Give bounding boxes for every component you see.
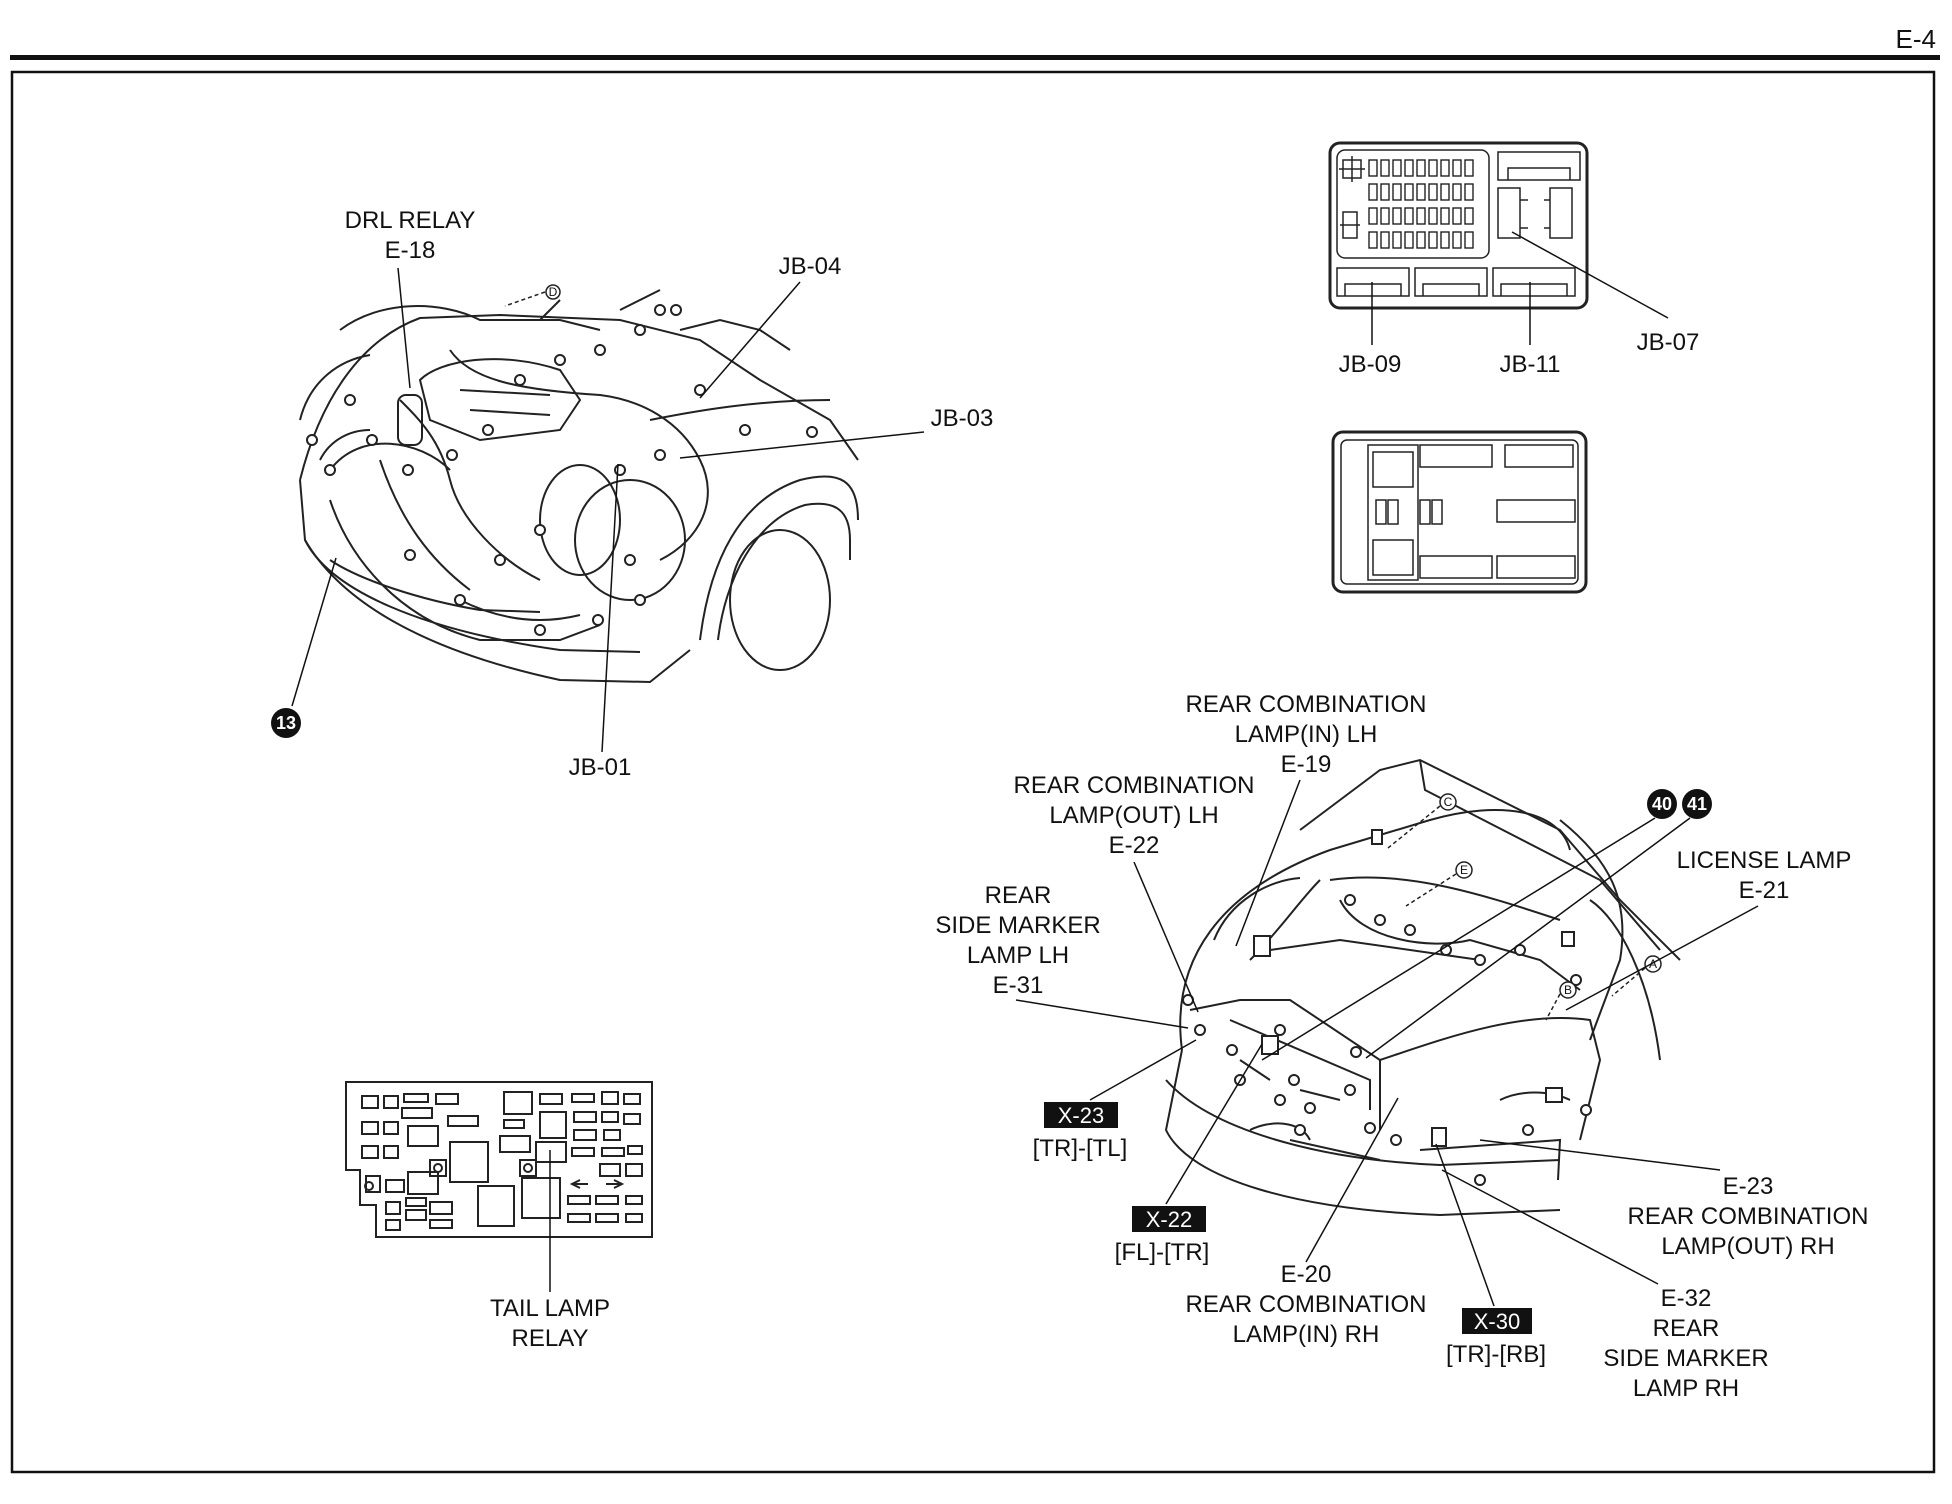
e20-label: E-20 REAR COMBINATION LAMP(IN) RH [1186,1261,1427,1348]
x22-leader [1165,1043,1263,1205]
e19-leader [1235,779,1301,947]
ground-40-leader [1261,817,1656,1061]
ground-point-13 [271,708,301,738]
svg-text:REAR: REAR [1653,1315,1720,1342]
e20-leader [1305,1097,1399,1263]
svg-text:E: E [1460,863,1468,877]
e32-leader [1441,1169,1659,1285]
svg-text:TAIL LAMP: TAIL LAMP [490,1295,610,1322]
reference-circle-d [545,284,561,300]
svg-text:DRL RELAY: DRL RELAY [345,207,476,234]
jb07-label: JB-07 [1637,329,1700,356]
connector-x23: X-23 [TR]-[TL] [1033,1102,1128,1162]
e32-label: E-32 REAR SIDE MARKER LAMP RH [1603,1285,1768,1402]
page-frame [10,70,1936,1474]
jb01-label: JB-01 [569,754,632,781]
svg-text:LAMP LH: LAMP LH [967,942,1069,969]
ground-13-leader [291,557,337,707]
header-rule [10,55,1940,60]
ground-point-41-label: 41 [1687,794,1707,814]
e21-label: LICENSE LAMP E-21 [1677,847,1852,904]
svg-text:LAMP(OUT) RH: LAMP(OUT) RH [1661,1233,1834,1260]
svg-text:[FL]-[TR]: [FL]-[TR] [1115,1239,1210,1266]
svg-text:REAR COMBINATION: REAR COMBINATION [1186,691,1427,718]
ground-41-leader [1365,817,1691,1059]
svg-text:LAMP RH: LAMP RH [1633,1375,1739,1402]
svg-text:B: B [1564,983,1572,997]
connector-x30: X-30 [TR]-[RB] [1446,1308,1546,1368]
svg-text:E-18: E-18 [385,237,436,264]
page-number: E-4 [1896,24,1936,54]
svg-text:E-23: E-23 [1723,1173,1774,1200]
e19-label: REAR COMBINATION LAMP(IN) LH E-19 [1186,691,1427,778]
svg-text:E-20: E-20 [1281,1261,1332,1288]
svg-text:SIDE MARKER: SIDE MARKER [935,912,1100,939]
reference-circle-d-letter: D [549,285,558,299]
relay-box-middle [1331,430,1588,594]
svg-text:LAMP(IN) RH: LAMP(IN) RH [1233,1321,1380,1348]
jb01-leader [601,463,619,753]
svg-text:REAR COMBINATION: REAR COMBINATION [1186,1291,1427,1318]
x30-leader [1435,1143,1495,1307]
svg-text:C: C [1444,795,1453,809]
svg-text:[TR]-[RB]: [TR]-[RB] [1446,1341,1546,1368]
svg-text:SIDE MARKER: SIDE MARKER [1603,1345,1768,1372]
drl-relay-label: DRL RELAY E-18 [345,207,476,264]
svg-text:E-31: E-31 [993,972,1044,999]
front-engine-bay-illustration [299,289,859,684]
svg-text:RELAY: RELAY [512,1325,589,1352]
svg-text:REAR: REAR [985,882,1052,909]
reference-d-dashed-line [504,291,546,307]
svg-text:X-30: X-30 [1474,1309,1520,1334]
jb09-label: JB-09 [1339,351,1402,378]
rear-trunk-illustration [1164,758,1681,1217]
svg-text:LAMP(IN) LH: LAMP(IN) LH [1235,721,1378,748]
jb03-leader [679,431,925,459]
junction-box-top [1328,141,1589,310]
e21-leader [1565,905,1759,1011]
jb04-leader [699,281,801,399]
connector-x22: X-22 [FL]-[TR] [1115,1206,1210,1266]
e31-leader [1015,999,1189,1029]
ground-point-40 [1647,789,1677,819]
svg-text:REAR COMBINATION: REAR COMBINATION [1014,772,1255,799]
x23-leader [1089,1039,1197,1101]
svg-text:LICENSE LAMP: LICENSE LAMP [1677,847,1852,874]
relay-panel-tail-lamp [345,1081,653,1238]
svg-text:[TR]-[TL]: [TR]-[TL] [1033,1135,1128,1162]
e31-label: REAR SIDE MARKER LAMP LH E-31 [935,882,1100,999]
drl-relay-leader [397,267,411,389]
svg-text:E-21: E-21 [1739,877,1790,904]
jb03-label: JB-03 [931,405,994,432]
ground-point-40-label: 40 [1652,794,1672,814]
e22-label: REAR COMBINATION LAMP(OUT) LH E-22 [1014,772,1255,859]
jb07-leader [1511,231,1669,319]
ground-point-41 [1682,789,1712,819]
e23-leader [1479,1139,1721,1171]
rear-harness-connectors [1182,829,1592,1186]
e22-leader [1133,861,1199,1013]
svg-text:LAMP(OUT) LH: LAMP(OUT) LH [1049,802,1218,829]
e23-label: E-23 REAR COMBINATION LAMP(OUT) RH [1628,1173,1869,1260]
svg-text:X-23: X-23 [1058,1103,1104,1128]
ground-point-13-label: 13 [276,713,296,733]
tail-lamp-relay-label: TAIL LAMP RELAY [490,1295,610,1352]
svg-text:A: A [1649,957,1657,971]
svg-text:REAR COMBINATION: REAR COMBINATION [1628,1203,1869,1230]
jb04-label: JB-04 [779,253,842,280]
jb11-label: JB-11 [1500,351,1561,378]
svg-text:E-19: E-19 [1281,751,1332,778]
svg-text:E-22: E-22 [1109,832,1160,859]
svg-text:E-32: E-32 [1661,1285,1712,1312]
svg-text:X-22: X-22 [1146,1207,1192,1232]
